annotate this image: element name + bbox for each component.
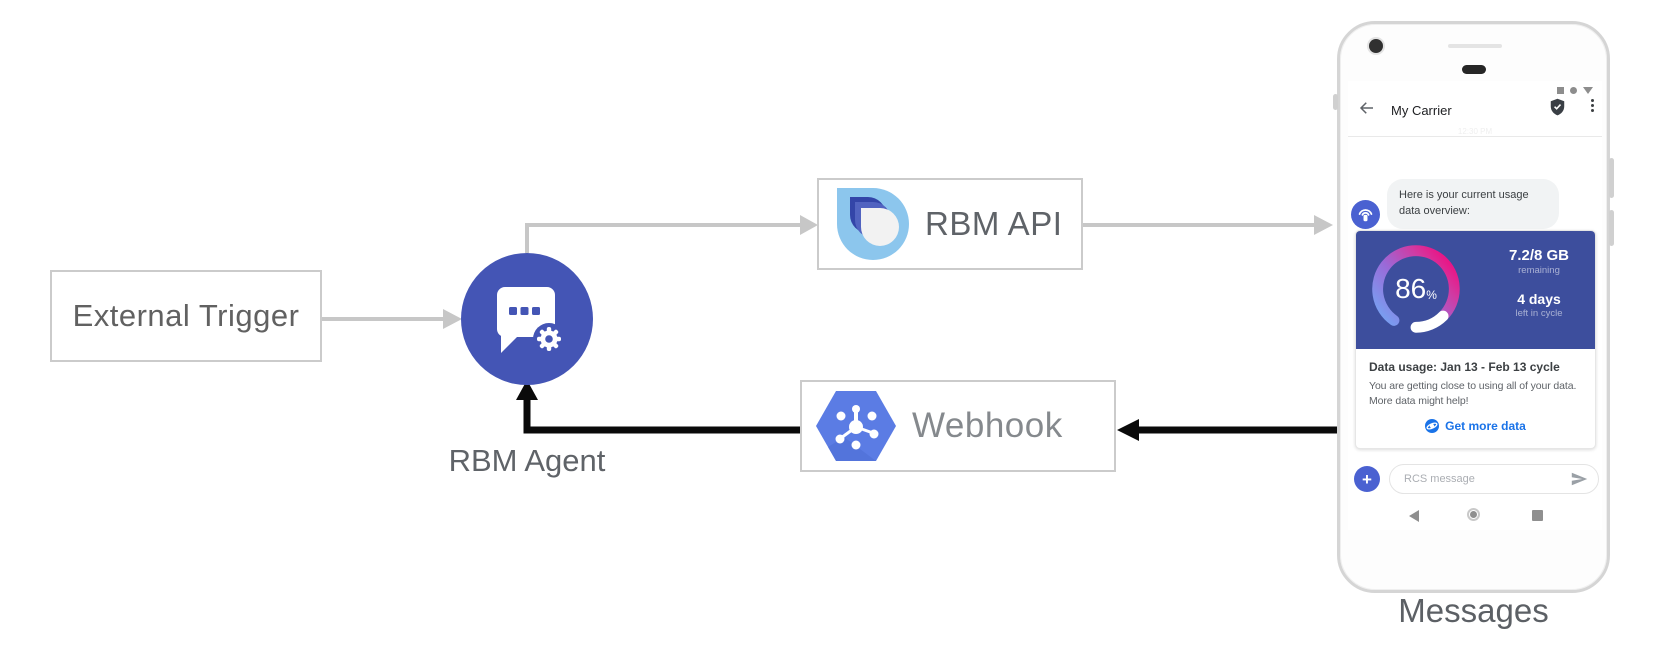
webhook-node: Webhook [800, 380, 1116, 472]
message-timestamp: 12:30 PM [1457, 127, 1493, 136]
gauge-percent-symbol: % [1426, 288, 1437, 302]
speaker-grille [1448, 44, 1502, 48]
status-signal-icon [1583, 87, 1593, 94]
rbm-api-label: RBM API [925, 205, 1063, 242]
webhook-label: Webhook [912, 406, 1063, 445]
card-title: Data usage: Jan 13 - Feb 13 cycle [1369, 360, 1560, 374]
globe-icon [1425, 419, 1440, 434]
webhook-hexagon-icon [816, 391, 896, 461]
arrow-webhook-to-agent [523, 400, 800, 434]
arrow-agent-to-api [525, 223, 800, 253]
verified-badge-icon [1550, 98, 1565, 116]
phone-power-button [1609, 158, 1614, 198]
external-trigger-label: External Trigger [72, 298, 300, 333]
external-trigger-node: External Trigger [50, 270, 322, 362]
status-circle-icon [1570, 87, 1577, 94]
card-hero: 86 % 7.2/8 GB remaining 4 days left in c… [1356, 231, 1595, 349]
get-more-data-label: Get more data [1445, 419, 1526, 434]
usage-gauge: 86 % [1366, 239, 1466, 339]
rbm-api-node: RBM API [817, 178, 1083, 270]
phone-side-nub [1333, 94, 1338, 110]
arrowhead-agent-to-api [800, 215, 818, 235]
status-square-icon [1557, 87, 1564, 94]
data-remaining-label: remaining [1518, 265, 1560, 276]
data-remaining-value: 7.2/8 GB [1508, 247, 1570, 264]
agent-message-bubble: Here is your current usage data overview… [1387, 179, 1559, 229]
send-icon[interactable] [1571, 472, 1588, 486]
earpiece [1462, 65, 1486, 74]
nav-back-icon[interactable] [1409, 510, 1419, 522]
arrowhead-phone-to-webhook [1117, 419, 1139, 441]
nav-recents-icon[interactable] [1532, 510, 1543, 521]
phone-volume-button [1609, 210, 1614, 246]
rbm-agent-label: RBM Agent [448, 443, 606, 478]
hotspot-icon [1358, 209, 1373, 222]
attach-plus-button[interactable]: + [1354, 466, 1380, 492]
conversation-title: My Carrier [1391, 103, 1452, 118]
front-camera [1369, 39, 1383, 53]
arrowhead-external-to-agent [443, 309, 462, 329]
arrowhead-api-to-phone [1314, 215, 1333, 235]
days-left-label: left in cycle [1515, 308, 1563, 319]
overflow-menu-icon[interactable] [1591, 99, 1594, 112]
header-divider [1348, 136, 1602, 137]
phone-screen: My Carrier 12:30 PM Here is your current… [1348, 81, 1602, 530]
card-description: You are getting close to using all of yo… [1369, 380, 1577, 408]
back-arrow-icon[interactable] [1358, 99, 1376, 117]
rbm-api-logo-icon [837, 188, 909, 260]
messages-caption: Messages [1398, 592, 1549, 629]
gauge-percent: 86 [1395, 273, 1427, 304]
carrier-avatar [1351, 200, 1380, 229]
arrowhead-webhook-to-agent [516, 380, 538, 400]
usage-stats: 7.2/8 GB remaining 4 days left in cycle [1491, 247, 1587, 319]
data-usage-card: 86 % 7.2/8 GB remaining 4 days left in c… [1355, 230, 1596, 449]
phone-mockup: My Carrier 12:30 PM Here is your current… [1333, 21, 1614, 593]
rbm-agent-icon [461, 253, 593, 385]
nav-home-icon[interactable] [1467, 508, 1480, 521]
days-left-value: 4 days [1517, 291, 1561, 307]
message-input-pill [1389, 464, 1599, 494]
rcs-message-input[interactable] [1404, 473, 1571, 485]
card-body: Data usage: Jan 13 - Feb 13 cycle You ar… [1356, 349, 1595, 444]
get-more-data-button[interactable]: Get more data [1369, 419, 1582, 434]
